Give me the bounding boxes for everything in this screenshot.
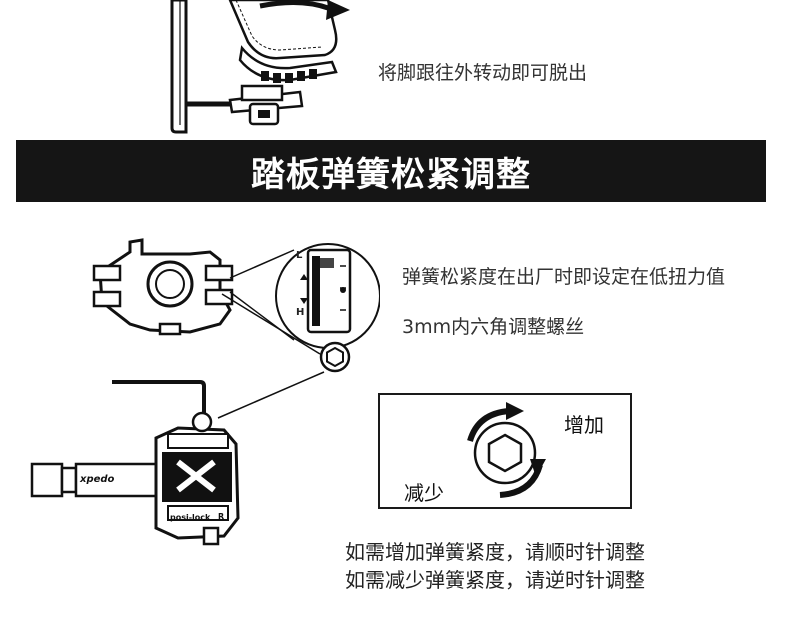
indicator-high-letter: H xyxy=(296,307,305,318)
banner-title: 踏板弹簧松紧调整 xyxy=(251,154,531,195)
increase-label: 增加 xyxy=(564,413,604,437)
instruction-increase: 如需增加弹簧紧度，请顺时针调整 xyxy=(345,540,645,564)
knob-diagram-box: 增加 减少 xyxy=(378,393,632,509)
pedal-side-letter: R xyxy=(218,512,225,521)
pedal-side-drawing xyxy=(30,380,240,546)
release-illustration xyxy=(150,0,370,135)
tension-caption: 弹簧松紧度在出厂时即设定在低扭力值 xyxy=(402,266,726,288)
pedal-brand-text: xpedo xyxy=(80,474,115,485)
tool-caption: 3mm内六角调整螺丝 xyxy=(402,316,585,338)
pedal-top-view xyxy=(90,232,381,377)
decrease-label: 减少 xyxy=(404,481,444,505)
section-banner: 踏板弹簧松紧调整 xyxy=(16,140,766,202)
callout-pointer-lines xyxy=(217,293,325,419)
hex-bolt-icon xyxy=(318,340,352,374)
release-caption: 将脚跟往外转动即可脱出 xyxy=(378,62,588,84)
indicator-low-letter: L xyxy=(296,250,303,261)
pedal-side-view xyxy=(28,378,248,550)
instruction-decrease: 如需减少弹簧紧度，请逆时针调整 xyxy=(345,568,645,592)
pedal-top-drawing xyxy=(92,238,381,349)
pedal-model-text: posi-lock xyxy=(170,513,211,522)
shoe-release-drawing xyxy=(170,0,350,134)
knob-rotation-drawing xyxy=(467,402,546,498)
